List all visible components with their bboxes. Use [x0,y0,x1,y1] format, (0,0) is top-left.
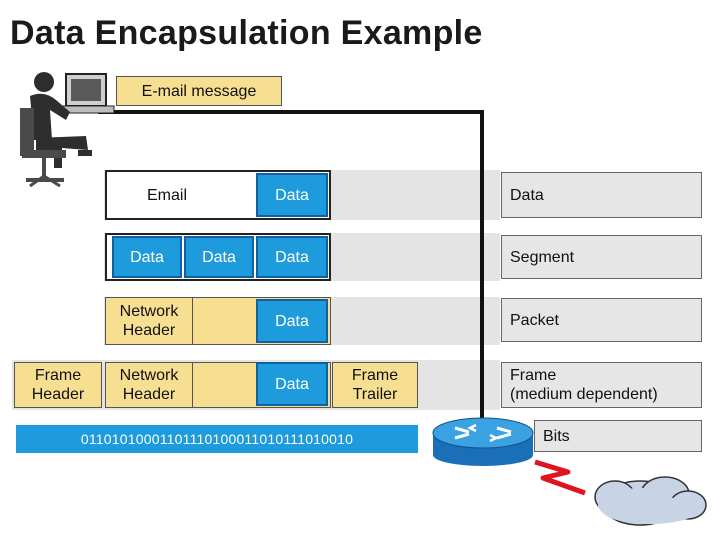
lightning-icon [534,459,586,496]
segment-data-1: Data [112,236,182,278]
email-message-label: E-mail message [116,76,282,106]
user-at-computer-icon [20,72,115,188]
email-label: Email [147,186,188,204]
router-icon [432,417,534,466]
bits-stream: 01101010001101110100011010111010010 [16,425,418,453]
packet-network-header: Network Header [105,297,193,345]
label-packet: Packet [501,298,702,342]
network-cable [98,110,484,428]
frame-trailer: Frame Trailer [332,362,418,408]
frame-header: Frame Header [14,362,102,408]
label-bits: Bits [534,420,702,452]
segment-data-2: Data [184,236,254,278]
frame-network-header: Network Header [105,362,193,408]
packet-data: Data [256,299,328,343]
frame-data: Data [256,362,328,406]
cloud-icon [594,476,707,526]
page-title: Data Encapsulation Example [10,14,483,52]
label-segment: Segment [501,235,702,279]
data-box-app: Data [256,173,328,217]
label-data: Data [501,172,702,218]
segment-data-3: Data [256,236,328,278]
label-frame: Frame (medium dependent) [501,362,702,408]
